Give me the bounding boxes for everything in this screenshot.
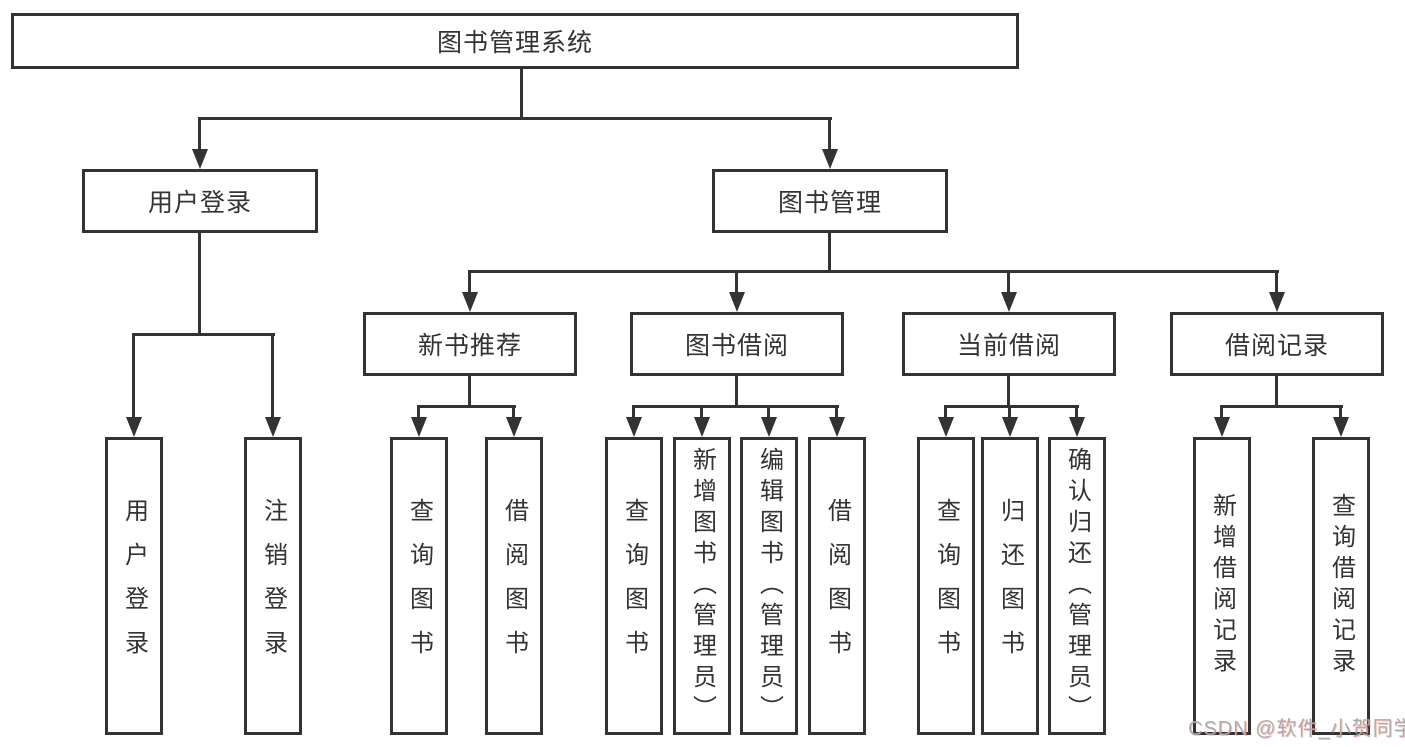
arrow-down-icon — [1275, 273, 1278, 292]
arrow-down-icon — [1339, 408, 1342, 417]
arrow-down-icon — [1008, 408, 1011, 417]
leaf-label: 借阅图书 — [500, 498, 528, 674]
csdn-watermark: CSDN @软件_小贺同学 — [1188, 718, 1405, 740]
leaf-edit-book-admin: 编辑图书（管理员） — [740, 437, 798, 735]
arrow-down-icon — [835, 408, 838, 417]
leaf-confirm-return-admin: 确认归还（管理员） — [1048, 437, 1106, 735]
leaf-label: 查询图书 — [932, 498, 960, 674]
node-new-book-recommend: 新书推荐 — [363, 312, 577, 376]
connector-line — [828, 233, 831, 270]
node-book-borrow: 图书借阅 — [630, 312, 844, 376]
connector-line — [1007, 376, 1010, 405]
node-book-management: 图书管理 — [712, 169, 948, 233]
node-user-login: 用户登录 — [82, 169, 318, 233]
node-label: 图书管理系统 — [436, 29, 593, 57]
arrow-down-icon — [1220, 408, 1223, 417]
node-label: 图书管理 — [777, 189, 882, 217]
node-root-system: 图书管理系统 — [11, 13, 1019, 69]
connector-line — [1220, 405, 1343, 408]
leaf-add-book-admin: 新增图书（管理员） — [673, 437, 731, 735]
connector-line — [198, 233, 201, 333]
connector-line — [520, 69, 523, 120]
leaf-add-borrow-record: 新增借阅记录 — [1193, 437, 1251, 735]
connector-line — [1275, 376, 1278, 405]
node-label: 当前借阅 — [956, 332, 1061, 360]
node-label: 新书推荐 — [417, 332, 522, 360]
node-label: 用户登录 — [147, 189, 252, 217]
arrow-down-icon — [700, 408, 703, 417]
leaf-label: 用户登录 — [120, 498, 148, 674]
leaf-borrow-books: 借阅图书 — [808, 437, 866, 735]
arrow-down-icon — [417, 408, 420, 417]
leaf-label: 查询借阅记录 — [1327, 493, 1355, 679]
leaf-user-login: 用户登录 — [105, 437, 163, 735]
connector-line — [198, 117, 832, 120]
connector-line — [417, 405, 516, 408]
leaf-label: 新增借阅记录 — [1208, 493, 1236, 679]
connector-line — [468, 270, 1279, 273]
leaf-label: 确认归还（管理员） — [1063, 446, 1091, 726]
leaf-label: 查询图书 — [405, 498, 433, 674]
arrow-down-icon — [271, 336, 274, 417]
node-current-borrow: 当前借阅 — [902, 312, 1116, 376]
leaf-label: 编辑图书（管理员） — [755, 446, 783, 726]
node-label: 借阅记录 — [1224, 332, 1329, 360]
connector-line — [468, 376, 471, 405]
leaf-label: 新增图书（管理员） — [688, 446, 716, 726]
arrow-down-icon — [735, 273, 738, 292]
connector-line — [735, 376, 738, 405]
connector-line — [632, 405, 839, 408]
node-label: 图书借阅 — [684, 332, 789, 360]
arrow-down-icon — [632, 408, 635, 417]
leaf-label: 归还图书 — [996, 498, 1024, 674]
leaf-query-borrow-record: 查询借阅记录 — [1312, 437, 1370, 735]
leaf-query-books-recommend: 查询图书 — [390, 437, 448, 735]
arrow-down-icon — [132, 336, 135, 417]
leaf-label: 借阅图书 — [823, 498, 851, 674]
arrow-down-icon — [1075, 408, 1078, 417]
connector-line — [944, 405, 1079, 408]
arrow-down-icon — [767, 408, 770, 417]
leaf-query-books-borrow: 查询图书 — [605, 437, 663, 735]
leaf-logout: 注销登录 — [244, 437, 302, 735]
arrow-down-icon — [944, 408, 947, 417]
node-borrow-records: 借阅记录 — [1170, 312, 1384, 376]
arrow-down-icon — [468, 273, 471, 292]
connector-line — [132, 333, 275, 336]
leaf-return-book: 归还图书 — [981, 437, 1039, 735]
arrow-down-icon — [1007, 273, 1010, 292]
leaf-borrow-books-recommend: 借阅图书 — [485, 437, 543, 735]
leaf-query-books-current: 查询图书 — [917, 437, 975, 735]
arrow-down-icon — [828, 120, 831, 149]
arrow-down-icon — [512, 408, 515, 417]
leaf-label: 查询图书 — [620, 498, 648, 674]
arrow-down-icon — [198, 120, 201, 149]
leaf-label: 注销登录 — [259, 498, 287, 674]
